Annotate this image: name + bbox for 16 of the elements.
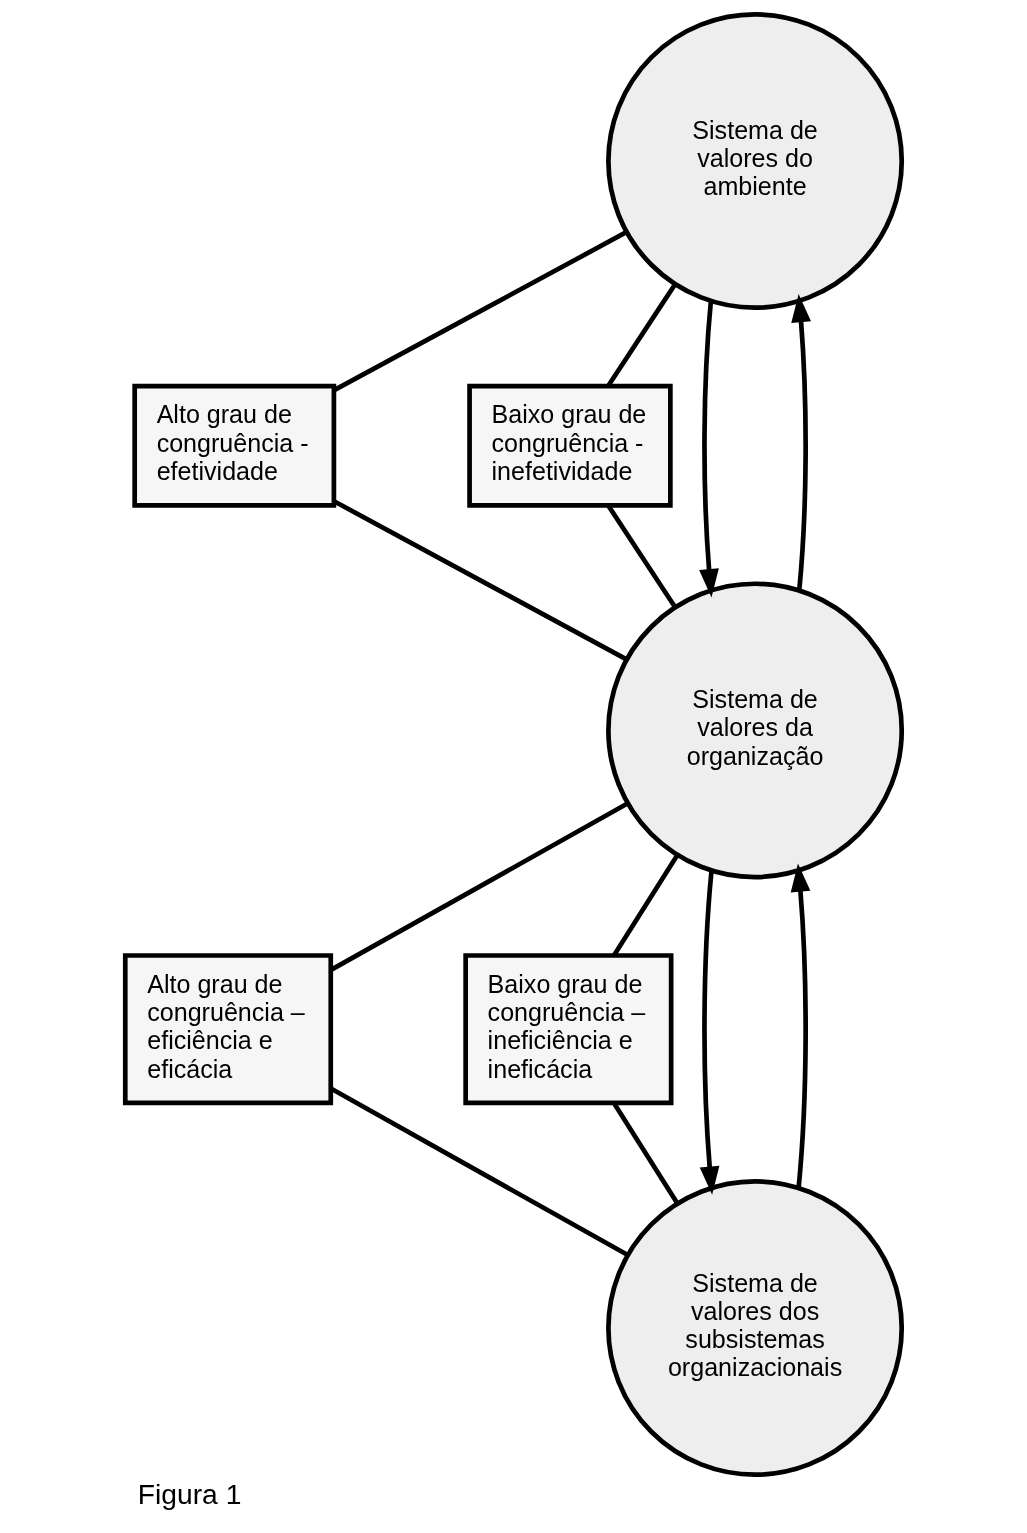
connector — [606, 283, 677, 387]
node-circle: Sistema de valores da organização — [606, 581, 905, 880]
node-box: Baixo grau de congruência - inefetividade — [467, 383, 673, 508]
arrow — [699, 300, 719, 598]
connector — [606, 504, 678, 609]
node-box: Alto grau de congruência - efetividade — [132, 383, 337, 508]
node-circle: Sistema de valores do ambiente — [606, 12, 905, 311]
caption: Figura 1 — [137, 1477, 242, 1510]
node-circle: Sistema de valores dos subsistemas organizacionais — [606, 1179, 905, 1478]
connector — [333, 230, 628, 393]
arrow — [699, 870, 720, 1195]
connector — [612, 854, 680, 957]
arrow — [791, 294, 811, 591]
node-box: Alto grau de congruência – eficiência e eficácia — [122, 953, 334, 1106]
node-box: Baixo grau de congruência – ineficiência e ineficácia — [463, 953, 674, 1106]
arrow — [790, 863, 811, 1188]
